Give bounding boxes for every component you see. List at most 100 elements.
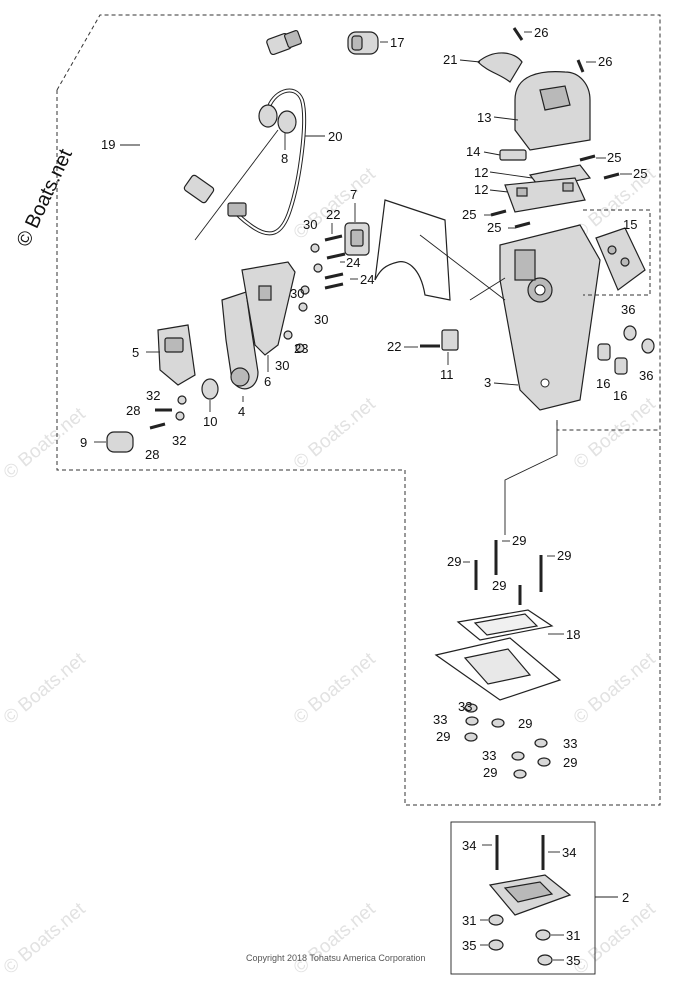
copyright-text: Copyright 2018 Tohatsu America Corporati… <box>246 953 425 963</box>
part-11-switch <box>420 329 459 351</box>
watermark: © Boats.net <box>290 393 380 474</box>
callout-29: 29 <box>483 765 497 780</box>
callout-30: 30 <box>275 358 289 373</box>
callout-33: 33 <box>482 748 496 763</box>
side-watermark: © Boats.net <box>13 145 77 250</box>
watermark: © Boats.net <box>570 898 660 979</box>
part-9-knob <box>106 431 134 453</box>
watermark: © Boats.net <box>0 898 90 979</box>
callout-29: 29 <box>563 755 577 770</box>
callout-5: 5 <box>132 345 139 360</box>
part-2-kit-box <box>450 821 596 975</box>
watermark: © Boats.net <box>0 403 90 484</box>
callout-13: 13 <box>477 110 491 125</box>
callout-31: 31 <box>462 913 476 928</box>
callout-29: 29 <box>518 716 532 731</box>
leader-to-mounting-kit <box>504 420 558 535</box>
part-19-wire-harness <box>140 29 303 204</box>
part-17-grommet <box>347 31 379 55</box>
callout-25: 25 <box>607 150 621 165</box>
callout-6: 6 <box>264 374 271 389</box>
callout-32: 32 <box>172 433 186 448</box>
hardware-left <box>149 395 187 430</box>
part-3-control-housing <box>499 224 601 411</box>
part-21-decal <box>477 52 523 83</box>
callout-labels: 17 26 26 21 13 14 25 25 25 25 12 12 15 3… <box>80 25 653 968</box>
watermark: © Boats.net <box>0 648 90 729</box>
callout-17: 17 <box>390 35 404 50</box>
callout-4: 4 <box>238 404 245 419</box>
part-4-lever-arm <box>221 291 259 390</box>
callout-12: 12 <box>474 182 488 197</box>
callout-7: 7 <box>350 187 357 202</box>
watermark: © Boats.net <box>570 393 660 474</box>
part-5-handle-bracket <box>157 324 196 386</box>
callout-18: 18 <box>566 627 580 642</box>
part-16-stopper <box>597 343 628 375</box>
callout-34: 34 <box>562 845 576 860</box>
part-36-cushion <box>623 325 655 354</box>
part-13-cover <box>514 71 591 151</box>
part-10-washer <box>201 378 219 400</box>
callout-19: 19 <box>101 137 115 152</box>
watermark: © Boats.net <box>290 648 380 729</box>
gasket-plate <box>374 199 451 301</box>
callout-21: 21 <box>443 52 457 67</box>
callout-10: 10 <box>203 414 217 429</box>
callout-8: 8 <box>281 151 288 166</box>
callout-2: 2 <box>622 890 629 905</box>
callout-28: 29 <box>557 548 571 563</box>
callout-20: 20 <box>328 129 342 144</box>
part-18-gaskets <box>434 609 562 701</box>
callout-29: 29 <box>436 729 450 744</box>
part-6-lever-plate <box>241 261 296 356</box>
callout-35: 35 <box>462 938 476 953</box>
callout-36: 36 <box>639 368 653 383</box>
main-assembly-outline <box>56 14 661 806</box>
callout-3: 3 <box>484 375 491 390</box>
part-7-switch <box>344 222 370 256</box>
callout-25: 25 <box>487 220 501 235</box>
watermark: © Boats.net <box>570 648 660 729</box>
part-12-brackets <box>504 164 592 213</box>
callout-16: 16 <box>596 376 610 391</box>
callout-25: 25 <box>462 207 476 222</box>
washers-nuts <box>464 703 551 779</box>
callout-16: 16 <box>613 388 627 403</box>
part-2-kit-contents <box>488 835 572 966</box>
callout-24: 24 <box>360 272 374 287</box>
callout-27: 28 <box>126 403 140 418</box>
bolts-28 <box>474 540 543 605</box>
callout-22: 22 <box>326 207 340 222</box>
callout-14: 14 <box>466 144 480 159</box>
callout-15: 15 <box>623 217 637 232</box>
callout-28: 29 <box>447 554 461 569</box>
callout-26: 26 <box>534 25 548 40</box>
callout-30: 30 <box>314 312 328 327</box>
callout-9: 9 <box>80 435 87 450</box>
callout-34: 34 <box>462 838 476 853</box>
watermark: © Boats.net <box>290 898 380 979</box>
callout-23: 23 <box>294 341 308 356</box>
callout-28: 29 <box>492 578 506 593</box>
part-15-plate <box>583 209 651 296</box>
callout-33: 33 <box>563 736 577 751</box>
callout-27: 28 <box>145 447 159 462</box>
callout-24: 24 <box>346 255 360 270</box>
callout-32: 32 <box>146 388 160 403</box>
callout-11: 11 <box>440 367 454 382</box>
part-14-clip <box>499 149 527 161</box>
hardware-upper-middle <box>283 234 346 353</box>
callout-12: 12 <box>474 165 488 180</box>
part-20-wire-harness <box>227 88 307 236</box>
screws-upper-right <box>490 27 620 229</box>
callout-22: 22 <box>387 339 401 354</box>
callout-26: 26 <box>598 54 612 69</box>
callout-33: 33 <box>433 712 447 727</box>
callout-36: 36 <box>621 302 635 317</box>
callout-33: 33 <box>458 699 472 714</box>
callout-31: 31 <box>566 928 580 943</box>
callout-25: 25 <box>633 166 647 181</box>
